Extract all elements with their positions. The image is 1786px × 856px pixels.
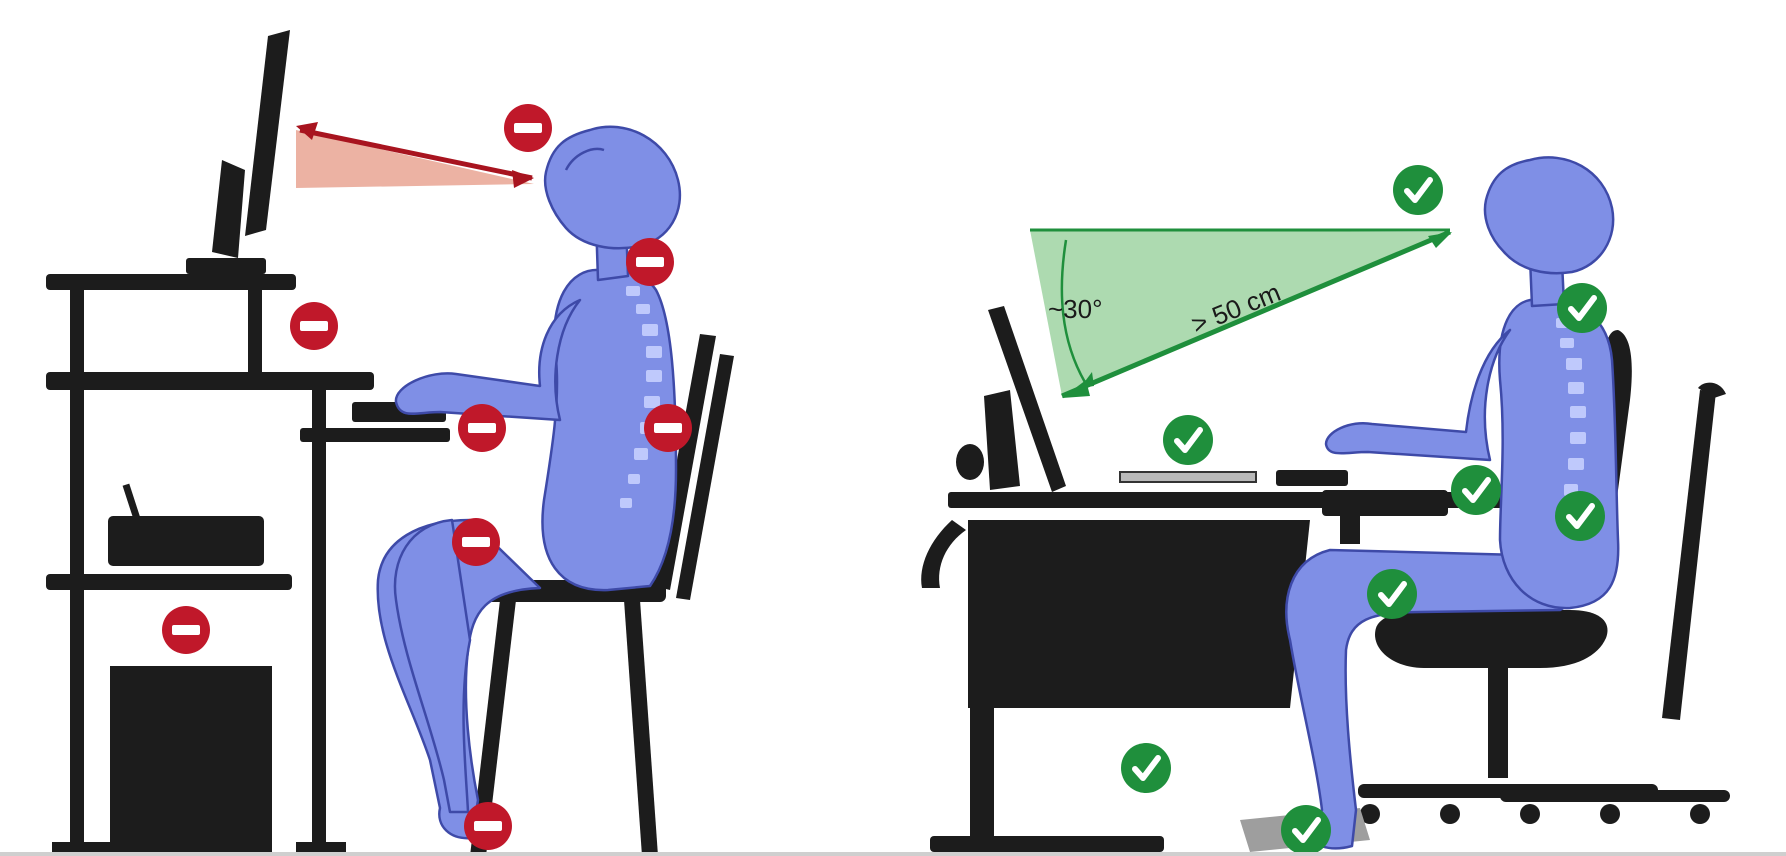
no-entry-icon: [452, 518, 500, 566]
router: [108, 484, 264, 566]
no-entry-icon: [504, 104, 552, 152]
no-entry-icon: [464, 802, 512, 850]
bad-sightline: [296, 122, 534, 188]
no-entry-icon: [644, 404, 692, 452]
check-icon: [1557, 283, 1607, 333]
check-icon: [1163, 415, 1213, 465]
pc-tower: [110, 666, 272, 856]
check-icon: [1367, 569, 1417, 619]
angle-label: ~30°: [1048, 294, 1103, 324]
no-entry-icon: [290, 302, 338, 350]
floor-line: [0, 852, 1786, 856]
monitor: [186, 30, 290, 274]
check-icon: [1281, 805, 1331, 855]
check-icon: [1451, 465, 1501, 515]
monitor-low: [956, 306, 1066, 492]
good-sightline: ~30° > 50 cm: [1030, 230, 1452, 398]
no-entry-icon: [162, 606, 210, 654]
check-icon: [1393, 165, 1443, 215]
check-icon: [1121, 743, 1171, 793]
keyboard: [1276, 470, 1348, 486]
check-icon: [1555, 491, 1605, 541]
no-entry-icon: [626, 238, 674, 286]
document-tray: [1120, 472, 1256, 482]
incorrect-setup: [46, 30, 734, 856]
correct-setup: ~30° > 50 cm: [921, 157, 1730, 855]
no-entry-icon: [458, 404, 506, 452]
